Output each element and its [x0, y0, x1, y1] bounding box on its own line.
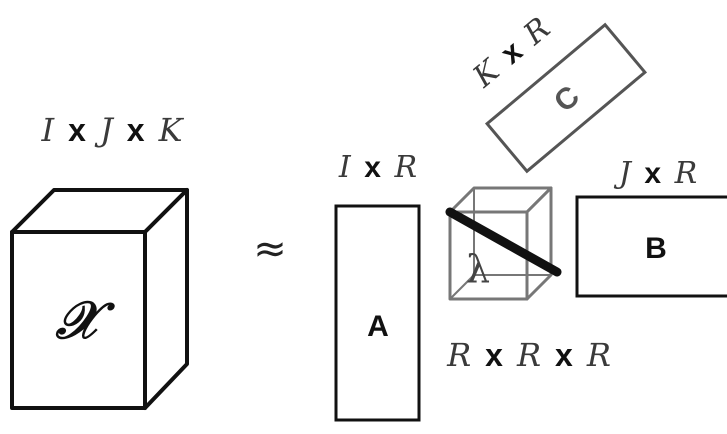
- tensor-dims-label: I x J x K: [41, 111, 185, 149]
- core-cube-hidden-edge-diag: [449, 274, 475, 300]
- core-dim-3: R: [586, 336, 611, 374]
- factor-a: A: [334, 204, 421, 422]
- factor-b-letter: B: [645, 232, 667, 265]
- factor-c-dim-1: K: [466, 52, 508, 95]
- core-times-1: x: [485, 337, 503, 373]
- factor-a-letter: A: [367, 310, 389, 343]
- factor-a-dim-2: R: [393, 150, 417, 185]
- factor-a-dims-label: I x R: [338, 150, 417, 185]
- core-dims-label: R x R x R: [446, 336, 611, 374]
- factor-b-rect: [575, 195, 727, 298]
- factor-b-dim-2: R: [674, 156, 698, 191]
- factor-a-dim-1: I: [338, 150, 352, 185]
- factor-b: B: [575, 195, 727, 298]
- tensor-dim-k: K: [158, 111, 185, 149]
- tensor-x-cube: 𝒳: [10, 188, 189, 410]
- core-lambda-symbol: λ: [466, 247, 490, 291]
- factor-b-dim-1: J: [613, 156, 633, 191]
- factor-c-times: x: [495, 35, 529, 71]
- approx-symbol: ≈: [253, 226, 287, 272]
- core-dim-2: R: [516, 336, 541, 374]
- core-superdiagonal: [445, 207, 562, 277]
- tensor-times-1: x: [68, 112, 86, 148]
- factor-c: C: [484, 22, 648, 174]
- tensor-times-2: x: [127, 112, 145, 148]
- factor-b-times: x: [644, 157, 661, 190]
- factor-b-dims-label: J x R: [613, 156, 697, 191]
- factor-a-times: x: [364, 151, 381, 184]
- tensor-dim-j: J: [94, 111, 115, 149]
- core-dim-1: R: [446, 336, 471, 374]
- tensor-dim-i: I: [41, 111, 56, 149]
- factor-a-rect: [334, 204, 421, 422]
- factor-c-rect: [484, 22, 648, 174]
- factor-c-dim-2: R: [517, 11, 558, 53]
- core-times-2: x: [555, 337, 573, 373]
- tensor-cube-side-face: [143, 188, 189, 410]
- core-lambda-cube: λ: [445, 186, 562, 301]
